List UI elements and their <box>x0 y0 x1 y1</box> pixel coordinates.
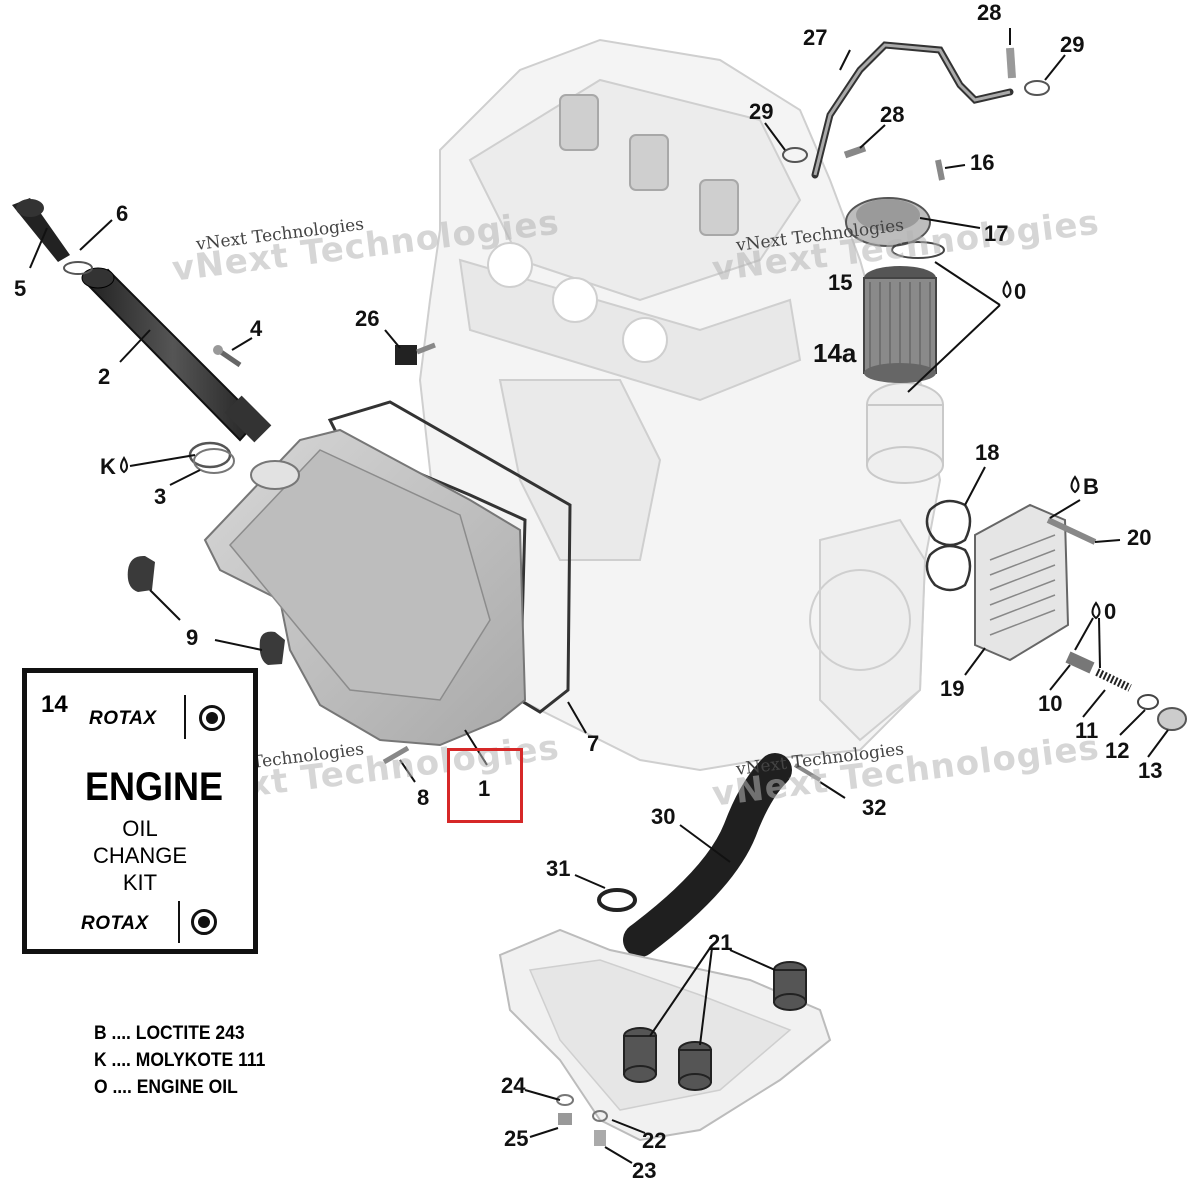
sensor-26 <box>395 345 417 365</box>
legend-item-o: O .... ENGINE OIL <box>94 1077 238 1098</box>
part-label-19[interactable]: 19 <box>940 676 965 701</box>
hose-30 <box>623 753 792 957</box>
brp-logo-icon <box>191 909 217 935</box>
legend-item-k: K .... MOLYKOTE 111 <box>94 1050 266 1071</box>
part-label-16[interactable]: 16 <box>970 150 995 175</box>
part-label-8[interactable]: 8 <box>417 785 430 810</box>
part-label-7[interactable]: 7 <box>587 731 600 756</box>
part-label-14a[interactable]: 14a <box>813 338 857 368</box>
part-label-3[interactable]: 3 <box>154 484 167 509</box>
part-label-30[interactable]: 30 <box>651 804 676 829</box>
callout-tag-b: B <box>1083 474 1099 499</box>
kit-number: 14 <box>41 691 68 718</box>
legend: B .... LOCTITE 243 K .... MOLYKOTE 111 O… <box>94 1020 280 1101</box>
part-label-9[interactable]: 9 <box>186 625 199 650</box>
part-label-23[interactable]: 23 <box>632 1158 657 1183</box>
dipstick-tube-shape <box>12 198 272 443</box>
logo-divider <box>178 901 180 943</box>
pump-cover-shape <box>498 928 832 1142</box>
part-label-4[interactable]: 4 <box>250 316 263 341</box>
gasket-18 <box>925 499 972 592</box>
kit-title: ENGINE <box>85 765 224 809</box>
part-label-27[interactable]: 27 <box>803 25 828 50</box>
part-label-17[interactable]: 17 <box>984 221 1009 246</box>
part-label-12[interactable]: 12 <box>1105 738 1130 763</box>
part-label-1[interactable]: 1 <box>478 776 491 801</box>
logo-divider <box>184 695 186 739</box>
leader-lines <box>29 28 1169 1164</box>
highlight-box <box>447 748 523 823</box>
brp-logo-icon <box>199 705 225 731</box>
part-label-32[interactable]: 32 <box>862 795 887 820</box>
filter-housing <box>866 382 944 484</box>
drain-plugs <box>127 555 285 665</box>
part-label-28[interactable]: 28 <box>977 0 1002 25</box>
filter-cover-17 <box>845 197 931 247</box>
part-label-24[interactable]: 24 <box>501 1073 526 1098</box>
part-label-29[interactable]: 29 <box>1060 32 1085 57</box>
part-label-5[interactable]: 5 <box>14 276 27 301</box>
part-label-29[interactable]: 29 <box>749 99 774 124</box>
kit-line-3: KIT <box>122 870 158 895</box>
part-label-13[interactable]: 13 <box>1138 758 1163 783</box>
part-label-25[interactable]: 25 <box>504 1126 529 1151</box>
callout-tag-o: 0 <box>1014 279 1027 304</box>
ignition-coils <box>559 94 739 236</box>
part-label-31[interactable]: 31 <box>546 856 571 881</box>
oil-pan-shape <box>203 428 527 747</box>
part-label-6[interactable]: 6 <box>116 201 129 226</box>
screens-21 <box>623 961 807 1091</box>
callout-tag-o: 0 <box>1104 599 1117 624</box>
oil-cooler-shape <box>974 503 1070 662</box>
kit-line-1: OIL <box>122 816 158 841</box>
rotax-logo-bottom: ROTAX <box>81 913 149 934</box>
engine-block-ghost <box>418 38 942 772</box>
oil-change-kit-box: 14 ROTAX ENGINE OIL CHANGE KIT ROTAX <box>22 668 258 954</box>
part-label-11[interactable]: 11 <box>1075 718 1099 743</box>
drop-icons <box>120 280 1101 620</box>
part-label-21[interactable]: 21 <box>708 930 733 955</box>
part-label-10[interactable]: 10 <box>1038 691 1063 716</box>
part-label-20[interactable]: 20 <box>1127 525 1152 550</box>
callout-tag-k: K <box>100 454 116 479</box>
oil-filter-15 <box>863 266 937 383</box>
part-label-28[interactable]: 28 <box>880 102 905 127</box>
part-label-18[interactable]: 18 <box>975 440 1000 465</box>
part-label-22[interactable]: 22 <box>642 1128 667 1153</box>
legend-item-b: B .... LOCTITE 243 <box>94 1023 245 1044</box>
rotax-logo-top: ROTAX <box>89 708 157 729</box>
part-label-15[interactable]: 15 <box>828 270 853 295</box>
kit-line-2: CHANGE <box>92 843 188 868</box>
part-label-26[interactable]: 26 <box>355 306 380 331</box>
part-label-2[interactable]: 2 <box>98 364 111 389</box>
